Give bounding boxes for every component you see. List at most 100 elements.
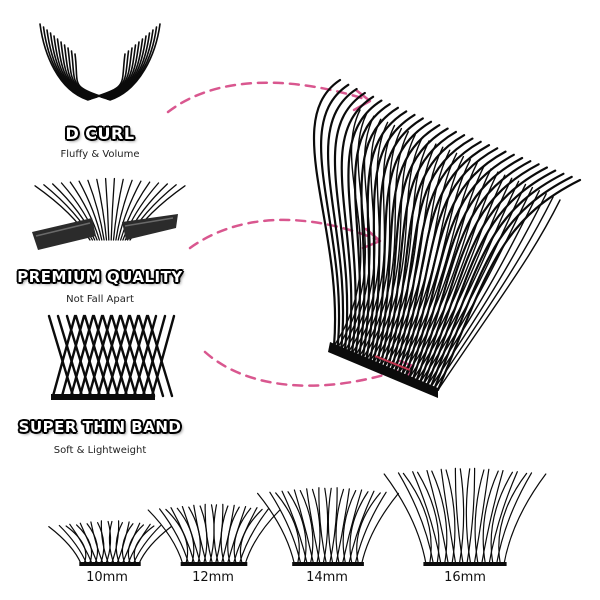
lash-strand [147, 509, 184, 565]
lash-strand [104, 35, 147, 100]
lash-strand [430, 193, 547, 388]
lash-strand [319, 83, 350, 349]
lash-strand [335, 488, 345, 565]
lash-strand [269, 491, 302, 565]
lash-strand [141, 314, 167, 398]
lash-strand [422, 166, 548, 385]
lash-strand [327, 87, 358, 351]
lash-strand [117, 180, 142, 241]
lash-strand [358, 106, 399, 358]
lash-strand [474, 469, 485, 565]
lash-strand [104, 177, 110, 241]
feature-subtitle-premium-quality: Not Fall Apart [66, 294, 134, 305]
lash-strand [397, 144, 491, 375]
feature-title-premium-quality: PREMIUM QUALITY [17, 268, 183, 286]
lash-strand [181, 506, 202, 565]
lash-strand [96, 178, 108, 241]
lash-strand [333, 91, 366, 352]
lash-strand [440, 468, 457, 565]
lash-strand [437, 199, 561, 391]
lash-strand [458, 468, 465, 565]
lash-strand [340, 95, 375, 354]
lash-strand [293, 489, 315, 565]
lash-strand [436, 178, 582, 392]
lash-strand [361, 110, 408, 360]
lash-band [79, 562, 141, 566]
lash-strand [83, 314, 111, 398]
lash-strand [383, 473, 427, 565]
lash-strand [429, 172, 565, 389]
lash-strand [312, 78, 342, 348]
lash-band [423, 562, 507, 566]
lash-strand [433, 196, 554, 390]
lash-strand [108, 520, 115, 565]
lash-strand [56, 314, 84, 398]
lash-strand [233, 507, 252, 565]
lash-strand [490, 471, 513, 565]
d-curl-lash-icon [39, 23, 161, 101]
lash-strand [411, 156, 524, 381]
lash-strand [53, 35, 94, 100]
lash-strand [390, 137, 474, 372]
lash-strand [121, 523, 134, 565]
lash-strand [372, 120, 433, 364]
lash-strand [74, 53, 101, 97]
lash-band [328, 342, 438, 398]
lash-strand [397, 472, 434, 565]
lash-strand [354, 127, 403, 356]
lash-strand [239, 508, 263, 565]
feature-subtitle-d-curl: Fluffy & Volume [60, 149, 140, 160]
lash-strand [112, 178, 124, 241]
lash-strand [415, 160, 532, 382]
lash-strand [488, 471, 518, 565]
feature-title-d-curl: D CURL [65, 124, 135, 143]
lash-size-12mm-image [147, 503, 281, 566]
lash-strand [257, 492, 295, 565]
main-lash-cluster-image [312, 78, 582, 398]
lash-strand [220, 505, 229, 565]
lash-strand [65, 314, 93, 398]
lash-strand [110, 177, 116, 241]
lash-strand [379, 127, 449, 367]
lash-strand [87, 179, 105, 241]
lash-strand [108, 26, 158, 101]
lash-strand [404, 150, 507, 378]
lash-strand [482, 470, 499, 565]
lash-strand [137, 314, 165, 398]
lash-strand [100, 520, 110, 565]
lash-strand [481, 470, 504, 565]
lash-strand [79, 522, 99, 565]
lash-strand [349, 491, 369, 565]
lash-strand [244, 509, 281, 565]
lash-strand [417, 471, 440, 565]
lash-strand [426, 470, 449, 565]
lash-strand [105, 32, 151, 100]
lash-strand [281, 490, 308, 565]
lash-strand [119, 314, 147, 398]
lash-strand [78, 180, 103, 241]
size-label-14mm: 14mm [306, 570, 348, 585]
lash-strand [150, 314, 176, 398]
lash-strand [46, 29, 92, 100]
lash-strand [227, 506, 240, 565]
thin-band-closeup-icon [47, 314, 176, 400]
lash-strand [106, 29, 154, 100]
lash-strand [419, 163, 540, 384]
lash-strand [408, 153, 515, 379]
lash-strand [466, 467, 476, 565]
lash-strand [115, 179, 133, 241]
lash-band [292, 562, 364, 566]
lash-strand [101, 314, 129, 398]
lash-strand [42, 26, 90, 101]
lash-strand [473, 468, 490, 565]
size-label-12mm: 12mm [192, 570, 234, 585]
lash-strand [213, 504, 220, 565]
lash-strand [394, 162, 478, 373]
lash-strand [92, 314, 120, 398]
lash-strand [58, 524, 88, 565]
lash-strand [318, 487, 327, 565]
lash-strand [115, 522, 123, 565]
size-label-10mm: 10mm [86, 570, 128, 585]
lash-strand [193, 504, 208, 565]
lash-with-tweezers-icon [32, 177, 186, 250]
